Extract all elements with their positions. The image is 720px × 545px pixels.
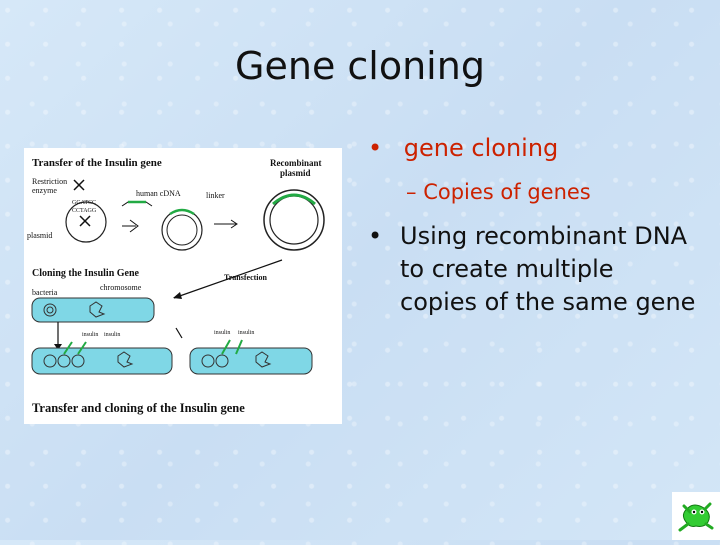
label-seq1: GGATCC bbox=[72, 200, 96, 206]
plasmid-circle bbox=[65, 201, 107, 243]
bullet-item: • gene cloning bbox=[368, 134, 558, 162]
svg-text:plasmid: plasmid bbox=[280, 168, 311, 178]
label-insulin: insulin bbox=[82, 332, 98, 338]
diagram-caption: Transfer and cloning of the Insulin gene bbox=[32, 401, 245, 415]
label-seq2: CCTAGG bbox=[72, 208, 97, 214]
bacterium bbox=[31, 347, 173, 375]
dash-glyph: – bbox=[406, 180, 417, 204]
slide-title: Gene cloning bbox=[235, 44, 485, 88]
bullet-glyph: • bbox=[368, 134, 383, 162]
label-plasmid: plasmid bbox=[27, 231, 52, 240]
bacterium bbox=[31, 297, 155, 323]
svg-text:insulin: insulin bbox=[214, 330, 230, 336]
diagram-title-top: Transfer of the Insulin gene bbox=[32, 157, 162, 169]
sub-bullet-item: – Copies of genes bbox=[406, 180, 591, 204]
bacterium bbox=[189, 347, 313, 375]
label-bacteria: bacteria bbox=[32, 288, 58, 297]
bullet-text: Using recombinant DNA to create multiple… bbox=[400, 222, 696, 316]
gene-cloning-diagram: Transfer of the Insulin gene Restriction… bbox=[24, 148, 342, 424]
label-transfection: Transfection bbox=[224, 273, 268, 282]
label-chromosome: chromosome bbox=[100, 283, 142, 292]
frog-icon bbox=[672, 492, 720, 540]
recombinant-plasmid bbox=[263, 189, 325, 251]
label-linker: linker bbox=[206, 191, 225, 200]
bullet-text: gene cloning bbox=[403, 134, 559, 162]
label-recombinant: Recombinant bbox=[270, 158, 322, 168]
bullet-item: • Using recombinant DNA to create multip… bbox=[368, 220, 698, 319]
label-restriction: Restriction bbox=[32, 177, 67, 186]
svg-text:insulin: insulin bbox=[104, 332, 120, 338]
bullet-glyph: • bbox=[368, 222, 383, 250]
svg-text:insulin: insulin bbox=[238, 330, 254, 336]
scissors-icon bbox=[73, 179, 85, 191]
sub-bullet-text: Copies of genes bbox=[423, 180, 591, 204]
label-human-cdna: human cDNA bbox=[136, 189, 181, 198]
label-cloning: Cloning the Insulin Gene bbox=[32, 268, 140, 279]
label-enzyme: enzyme bbox=[32, 186, 57, 195]
